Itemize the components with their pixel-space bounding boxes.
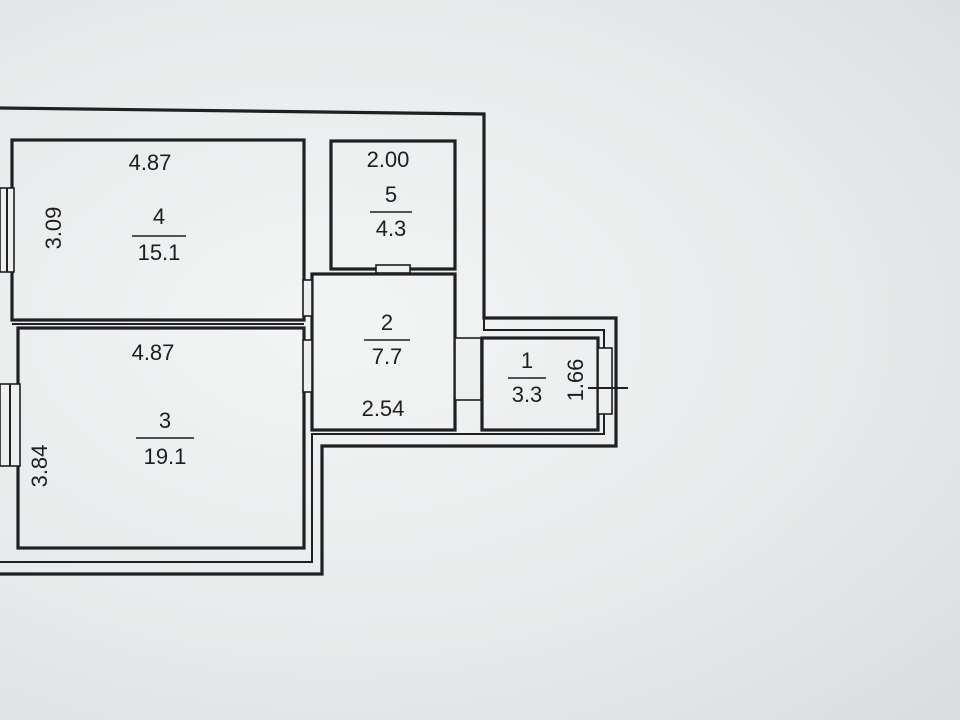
door-4-2 — [302, 279, 313, 317]
room-5-number: 5 — [384, 182, 398, 207]
room-1-area: 3.3 — [511, 382, 543, 407]
room-1-number: 1 — [520, 348, 534, 373]
room-2-width: 2.54 — [361, 396, 405, 421]
room-4-number: 4 — [152, 204, 166, 229]
room-1-height: 1.66 — [563, 358, 588, 402]
room-5-area: 4.3 — [375, 216, 407, 241]
room-3-number: 3 — [158, 408, 172, 433]
room-4-width: 4.87 — [128, 150, 172, 175]
door-5-2 — [375, 264, 411, 274]
door-2-1 — [454, 337, 482, 401]
outer-wall-outline — [0, 106, 618, 576]
outer-wall-inner-line — [0, 318, 605, 563]
room-3-height: 3.84 — [27, 444, 52, 488]
door-3-2 — [302, 339, 313, 393]
window-room-1 — [597, 347, 613, 415]
room-4-height: 3.09 — [41, 206, 66, 250]
room-4-area: 15.1 — [137, 240, 181, 265]
room-2-number: 2 — [380, 310, 394, 335]
room-5-width: 2.00 — [366, 147, 410, 172]
room-3-width: 4.87 — [131, 340, 175, 365]
room-3-area: 19.1 — [143, 444, 187, 469]
room-2-area: 7.7 — [371, 344, 403, 369]
